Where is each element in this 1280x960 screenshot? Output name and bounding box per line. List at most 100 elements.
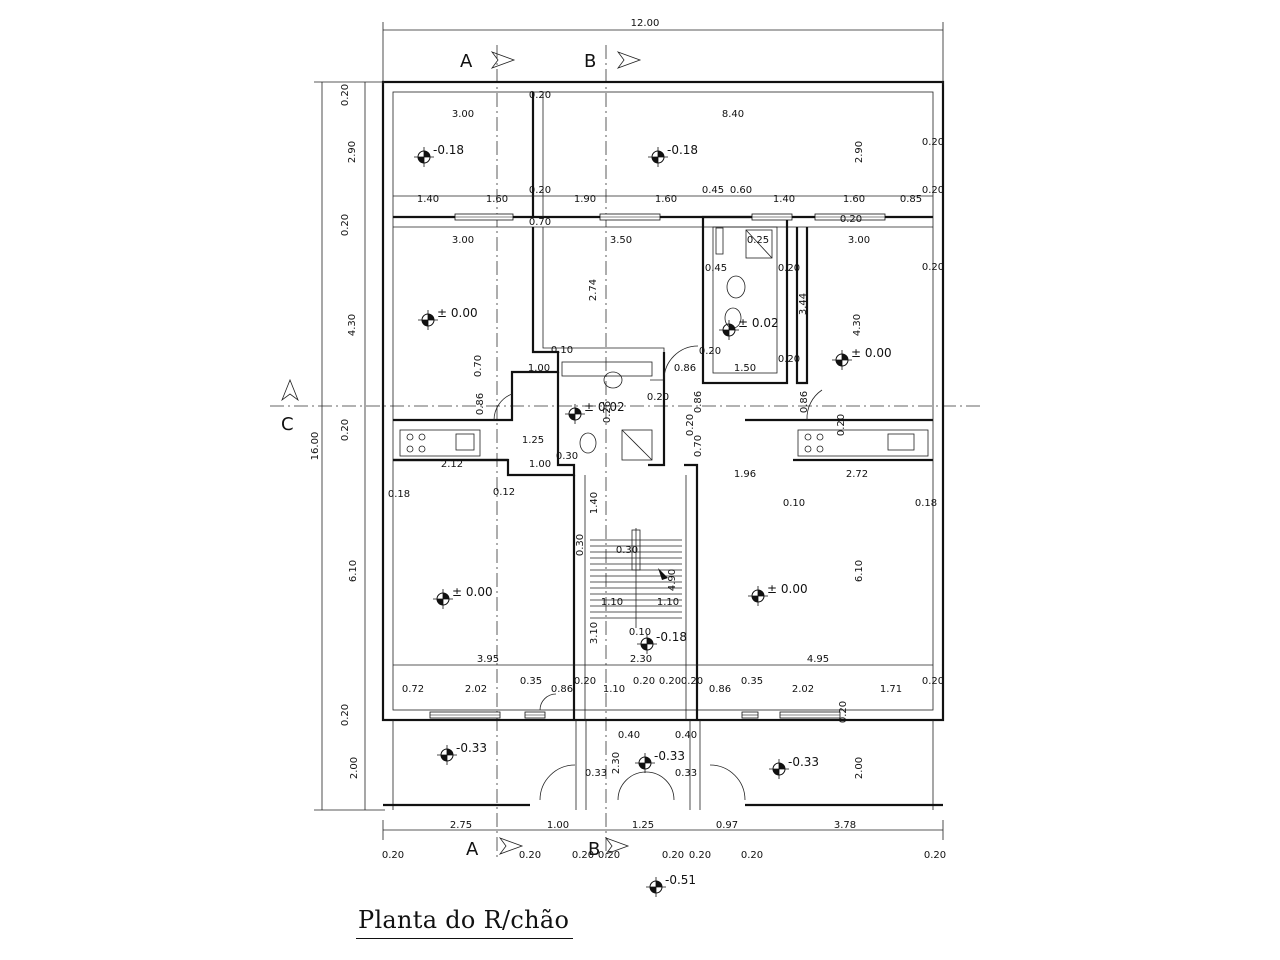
level-marker-wc-right: ± 0.02 <box>719 316 779 340</box>
dimension-label: 4.90 <box>667 569 678 591</box>
dimension-label: 0.12 <box>493 487 515 498</box>
dimension-label: 0.40 <box>618 730 640 741</box>
dimension-label: 0.97 <box>716 820 738 831</box>
dimension-label: 0.10 <box>783 498 805 509</box>
dimension-label: 3.95 <box>477 654 499 665</box>
dimension-label: 0.20 <box>598 850 620 861</box>
dimension-label: 0.86 <box>709 684 731 695</box>
dimension-label: 1.00 <box>529 459 551 470</box>
dimension-label: 0.20 <box>685 414 696 436</box>
section-marker-a-bottom: A <box>466 839 479 860</box>
dimension-label: 1.96 <box>734 469 756 480</box>
section-marker-b-bottom: B <box>588 839 600 860</box>
section-marker-b-top: B <box>584 51 596 72</box>
dimension-label: 4.30 <box>852 314 863 336</box>
dimension-label: 2.30 <box>630 654 652 665</box>
dimension-label: 4.30 <box>347 314 358 336</box>
dimension-label: 0.20 <box>340 84 351 106</box>
level-marker-wc-center: ± 0.02 <box>565 400 625 424</box>
dimension-label: 0.20 <box>689 850 711 861</box>
dimension-label: 0.20 <box>662 850 684 861</box>
dimension-label: 0.26 <box>602 401 613 423</box>
dimension-label: 0.30 <box>616 545 638 556</box>
dimension-label: 3.00 <box>848 235 870 246</box>
level-marker-porch-center: -0.33 <box>635 749 685 773</box>
dimension-label: 0.25 <box>747 235 769 246</box>
dimension-label: 0.20 <box>647 392 669 403</box>
level-value: -0.51 <box>665 873 696 887</box>
dimension-label: 0.20 <box>922 137 944 148</box>
dimension-label: 3.10 <box>589 622 600 644</box>
dimension-label: 0.20 <box>838 701 849 723</box>
level-value: ± 0.00 <box>767 582 808 596</box>
windows <box>429 213 886 719</box>
dimension-label: 6.10 <box>348 560 359 582</box>
dimension-label: 1.71 <box>880 684 902 695</box>
dimension-label: 1.60 <box>655 194 677 205</box>
dimension-label: 1.00 <box>547 820 569 831</box>
dimension-label: 4.95 <box>807 654 829 665</box>
dimension-label: 1.10 <box>657 597 679 608</box>
axis-lines <box>270 45 980 860</box>
dimension-label: 2.12 <box>441 459 463 470</box>
dimension-label: 1.40 <box>417 194 439 205</box>
dimension-label: 0.86 <box>475 393 486 415</box>
dimension-label: 0.86 <box>693 391 704 413</box>
level-value: ± 0.02 <box>738 316 779 330</box>
dimension-label: 2.02 <box>792 684 814 695</box>
dimension-label: 2.00 <box>349 757 360 779</box>
dimension-label: 0.10 <box>629 627 651 638</box>
level-marker-low-right: ± 0.00 <box>748 582 808 606</box>
dimension-label: 0.45 <box>702 185 724 196</box>
dimension-label: 0.20 <box>633 676 655 687</box>
overall-width: 12.00 <box>631 18 660 29</box>
dimension-label: 0.86 <box>674 363 696 374</box>
dimension-label: 0.20 <box>574 676 596 687</box>
dimension-label: 0.20 <box>840 214 862 225</box>
dimension-label: 0.20 <box>924 850 946 861</box>
level-marker-mid-right: ± 0.00 <box>832 346 892 370</box>
kitchen-counters <box>399 429 929 457</box>
dimension-label: 2.02 <box>465 684 487 695</box>
dimension-label: 0.33 <box>675 768 697 779</box>
dimension-label: 0.20 <box>778 263 800 274</box>
dimension-label: 0.86 <box>799 391 810 413</box>
overall-dimensions: 12.00 16.00 <box>310 18 659 460</box>
dimension-label: 1.60 <box>486 194 508 205</box>
section-marker-c: C <box>281 414 294 435</box>
dimension-label: 0.20 <box>382 850 404 861</box>
level-value: -0.33 <box>788 755 819 769</box>
dimension-label: 3.00 <box>452 235 474 246</box>
level-marker-mid-left: ± 0.00 <box>418 306 478 330</box>
dimension-label: 0.40 <box>675 730 697 741</box>
dimension-label: 0.20 <box>572 850 594 861</box>
drawing-title: Planta do R/chão <box>356 906 574 939</box>
porch-area <box>383 720 943 810</box>
dimension-label: 1.50 <box>734 363 756 374</box>
level-value: -0.18 <box>656 630 687 644</box>
level-value: -0.33 <box>654 749 685 763</box>
dimension-label: 1.00 <box>528 363 550 374</box>
dimension-label: 2.74 <box>588 279 599 301</box>
dimension-label: 0.20 <box>922 676 944 687</box>
dimension-label: 0.86 <box>551 684 573 695</box>
dimension-label: 0.20 <box>529 90 551 101</box>
dimension-label: 0.20 <box>922 185 944 196</box>
level-value: -0.18 <box>667 143 698 157</box>
door-swings <box>493 345 823 801</box>
dimension-label: 1.40 <box>589 492 600 514</box>
level-marker-stair: -0.18 <box>637 630 687 654</box>
dimension-lines <box>314 22 944 840</box>
dimension-label: 0.70 <box>529 217 551 228</box>
dimension-label: 0.20 <box>778 354 800 365</box>
dimension-label: 3.44 <box>798 293 809 315</box>
level-value: -0.18 <box>433 143 464 157</box>
dimension-label: 0.20 <box>681 676 703 687</box>
level-marker-top-left: -0.18 <box>414 143 464 167</box>
level-value: ± 0.00 <box>437 306 478 320</box>
dimension-label: 0.18 <box>915 498 937 509</box>
dimension-label: 0.20 <box>741 850 763 861</box>
dimension-label: 2.30 <box>611 752 622 774</box>
level-marker-low-left: ± 0.00 <box>433 585 493 609</box>
dimension-label: 2.90 <box>347 141 358 163</box>
